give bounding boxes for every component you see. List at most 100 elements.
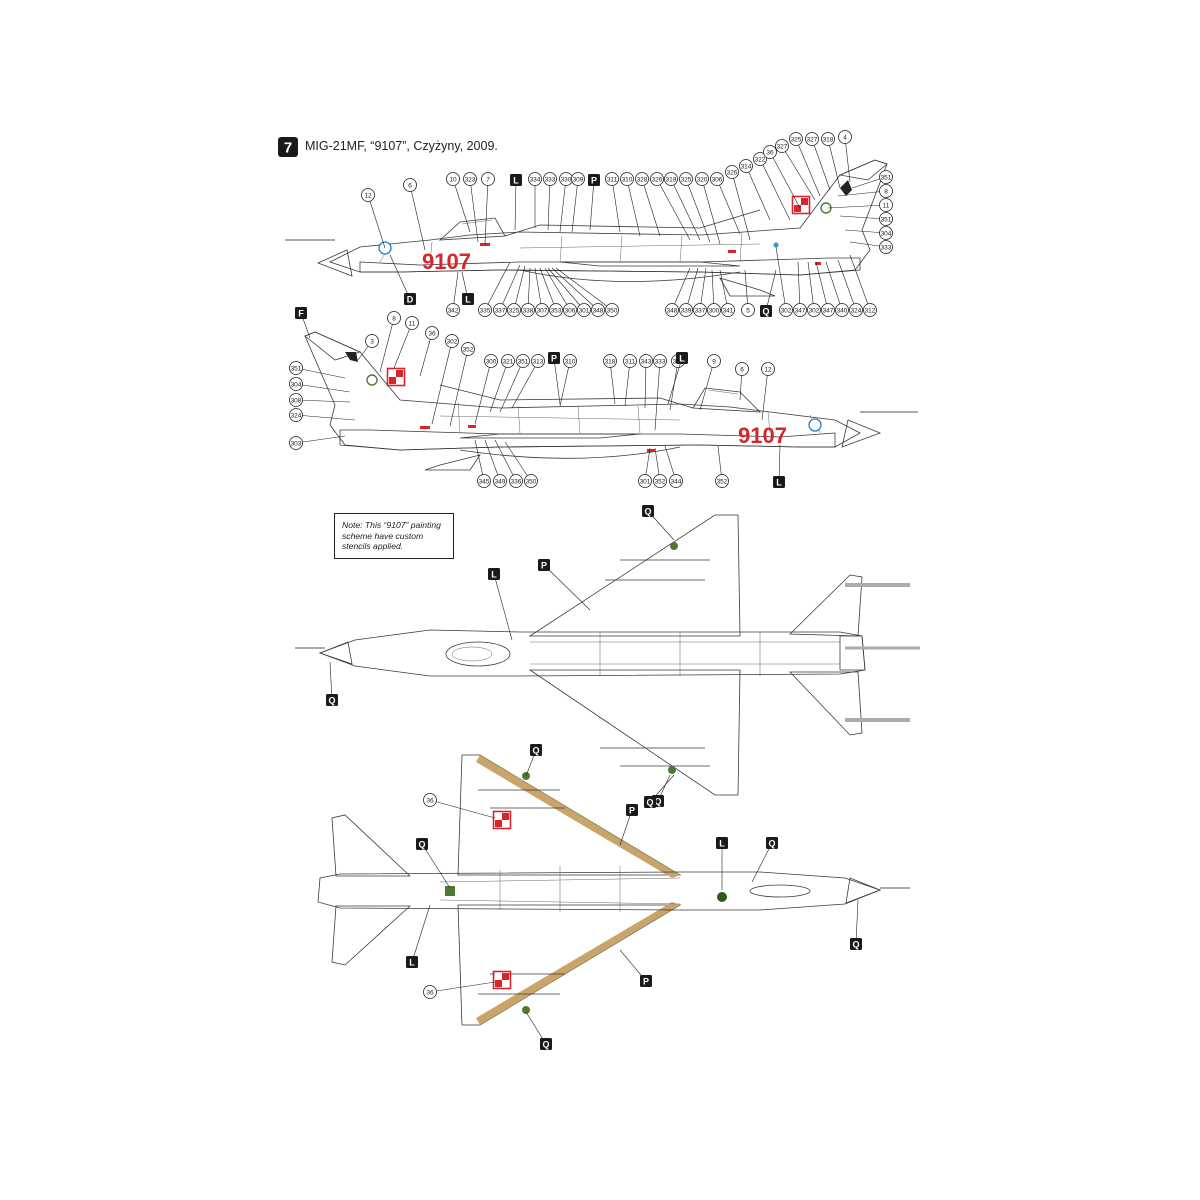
callout-left-325: 325 xyxy=(789,132,803,146)
svg-text:Q: Q xyxy=(654,797,661,807)
svg-text:322: 322 xyxy=(755,156,766,163)
svg-text:352: 352 xyxy=(463,346,474,353)
letter-bottom-P-7: P xyxy=(640,975,652,987)
callout-left-bottom-337: 337 xyxy=(493,303,507,317)
letter-top-Q: Q xyxy=(326,694,338,706)
svg-text:7: 7 xyxy=(486,176,490,183)
letter-bottom-nose-Q: Q xyxy=(850,938,862,950)
callout-left-330: 330 xyxy=(559,172,573,186)
svg-text:352: 352 xyxy=(717,478,728,485)
svg-text:11: 11 xyxy=(883,202,890,209)
svg-text:4: 4 xyxy=(843,134,847,141)
svg-text:L: L xyxy=(513,176,519,186)
svg-text:310: 310 xyxy=(622,176,633,183)
svg-text:325: 325 xyxy=(681,176,692,183)
svg-text:324: 324 xyxy=(291,412,302,419)
callout-right-bottom-350: 350 xyxy=(524,474,538,488)
stencil-note: Note: This “9107” painting scheme have c… xyxy=(334,513,454,559)
svg-text:311: 311 xyxy=(607,176,618,183)
callout-right-top-8: 8 xyxy=(387,311,401,325)
callout-right-top-351: 351 xyxy=(516,354,530,368)
svg-text:348: 348 xyxy=(593,307,604,314)
svg-text:L: L xyxy=(491,570,497,580)
svg-text:303: 303 xyxy=(291,440,302,447)
svg-text:P: P xyxy=(541,561,547,571)
letter-top-P: P xyxy=(538,559,550,571)
callout-right-left-351: 351 xyxy=(289,361,303,375)
callout-left-325: 325 xyxy=(679,172,693,186)
callout-left-7: 7 xyxy=(481,172,495,186)
letter-bottom-L-4: L xyxy=(716,837,728,849)
callout-right-top-300: 300 xyxy=(484,354,498,368)
svg-text:36: 36 xyxy=(428,330,436,337)
callout-left-bottom-353: 353 xyxy=(549,303,563,317)
svg-text:Q: Q xyxy=(644,507,651,517)
svg-text:306: 306 xyxy=(712,176,723,183)
svg-text:L: L xyxy=(776,478,782,488)
svg-text:343: 343 xyxy=(641,358,652,365)
svg-text:P: P xyxy=(629,806,635,816)
right-profile-view: 9107 xyxy=(304,331,918,471)
national-insignia-right xyxy=(386,367,406,387)
callout-right-top-6: 6 xyxy=(735,362,749,376)
callout-left-327: 327 xyxy=(775,139,789,153)
letter-bottom-L-6: L xyxy=(406,956,418,968)
callout-right-left-303: 303 xyxy=(289,436,303,450)
svg-text:8: 8 xyxy=(392,315,396,322)
letter-bottom-Q-8: Q xyxy=(540,1038,552,1050)
callout-left-bottom-338: 338 xyxy=(521,303,535,317)
letter-bottom-Q-5: Q xyxy=(766,837,778,849)
callout-left-bottom-335: 335 xyxy=(478,303,492,317)
callout-right-top-311: 311 xyxy=(623,354,637,368)
svg-text:333: 333 xyxy=(545,176,556,183)
svg-text:301: 301 xyxy=(579,307,590,314)
svg-text:302: 302 xyxy=(809,307,820,314)
callout-right-bottom-345: 345 xyxy=(477,474,491,488)
profile-number: 7 xyxy=(284,140,292,157)
callout-left-bottom-302: 302 xyxy=(779,303,793,317)
left-profile-view: 9107 xyxy=(285,159,888,297)
svg-text:Q: Q xyxy=(762,307,769,317)
svg-text:306: 306 xyxy=(565,307,576,314)
svg-text:342: 342 xyxy=(448,307,459,314)
callout-right-top-36: 36 xyxy=(425,326,439,340)
svg-text:302: 302 xyxy=(781,307,792,314)
callout-left-320: 320 xyxy=(695,172,709,186)
svg-text:334: 334 xyxy=(530,176,541,183)
svg-text:11: 11 xyxy=(409,320,416,327)
callout-right-top-318: 318 xyxy=(603,354,617,368)
svg-text:330: 330 xyxy=(561,176,572,183)
letter-right-P: P xyxy=(548,352,560,364)
callout-left-351: 351 xyxy=(879,212,893,226)
callout-left-bottom-347: 347 xyxy=(821,303,835,317)
letter-bottom-P-1: P xyxy=(626,804,638,816)
svg-text:36: 36 xyxy=(426,989,434,996)
callout-left-310: 310 xyxy=(620,172,634,186)
bottom-view xyxy=(317,754,910,1026)
callout-left-bottom-302: 302 xyxy=(807,303,821,317)
svg-text:314: 314 xyxy=(741,163,752,170)
svg-text:333: 333 xyxy=(881,244,892,251)
svg-text:307: 307 xyxy=(537,307,548,314)
callout-left-12: 12 xyxy=(361,188,375,202)
callout-left-bottom-301: 301 xyxy=(577,303,591,317)
svg-text:F: F xyxy=(298,309,304,319)
svg-text:344: 344 xyxy=(671,478,682,485)
callout-left-bottom-347: 347 xyxy=(793,303,807,317)
callout-bottom-36-0: 36 xyxy=(423,793,437,807)
svg-text:351: 351 xyxy=(291,365,302,372)
svg-text:P: P xyxy=(591,176,597,186)
letter-left-P: P xyxy=(588,174,600,186)
callout-left-333: 333 xyxy=(879,240,893,254)
callout-left-306: 306 xyxy=(710,172,724,186)
svg-text:351: 351 xyxy=(518,358,529,365)
callout-right-left-304: 304 xyxy=(289,377,303,391)
svg-text:5: 5 xyxy=(746,307,750,314)
callout-right-left-324: 324 xyxy=(289,408,303,422)
svg-text:Q: Q xyxy=(768,839,775,849)
svg-text:324: 324 xyxy=(851,307,862,314)
letter-right-F: F xyxy=(295,307,307,319)
callout-left-333: 333 xyxy=(543,172,557,186)
